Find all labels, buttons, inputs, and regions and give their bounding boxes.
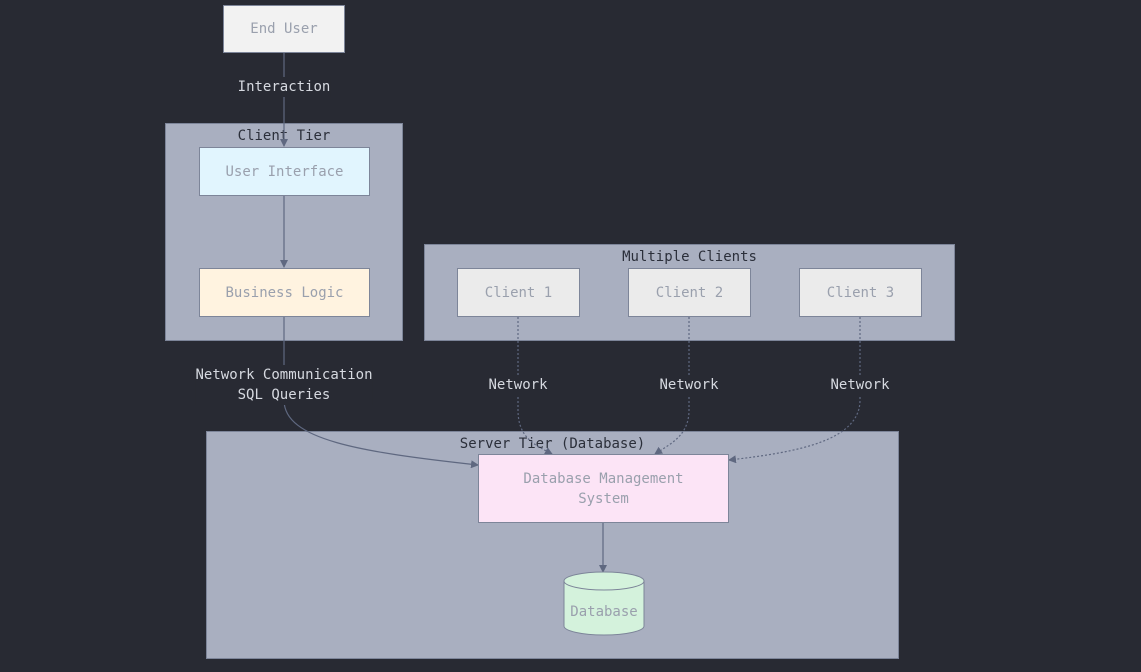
client-2-label: Client 2 — [655, 284, 724, 301]
dbms-label-line2: System — [578, 490, 629, 507]
business-logic-label: Business Logic — [225, 284, 344, 301]
edge-label-sql-line: SQL Queries — [237, 387, 331, 403]
edge-label-net-comm-line: Network Communication — [195, 367, 373, 383]
edge-client2-to-dbms — [654, 317, 690, 455]
edge-label-network-communication: Network Communication SQL Queries — [195, 365, 373, 405]
multiple-clients-title: Multiple Clients — [622, 249, 757, 265]
client-3-label: Client 3 — [826, 284, 895, 301]
edge-label-network-2: Network — [659, 375, 719, 395]
edge-label-interaction: Interaction — [237, 77, 331, 97]
edge-label-network-3: Network — [830, 375, 890, 395]
database-label: Database — [570, 604, 638, 620]
database-cylinder-icon — [563, 571, 645, 636]
end-user-label: End User — [250, 21, 318, 37]
user-interface-label: User Interface — [225, 163, 344, 180]
business-logic-node[interactable]: Business Logic — [199, 268, 370, 317]
client-3-node[interactable]: Client 3 — [799, 268, 922, 317]
client-2-node[interactable]: Client 2 — [628, 268, 751, 317]
server-tier-title: Server Tier (Database) — [459, 436, 646, 452]
user-interface-node[interactable]: User Interface — [199, 147, 370, 196]
client-1-node[interactable]: Client 1 — [457, 268, 580, 317]
dbms-label-line1: Database Management — [523, 470, 684, 487]
dbms-node[interactable]: Database Management System — [478, 454, 729, 523]
edge-logic-to-dbms — [283, 317, 479, 469]
edge-client3-to-dbms — [728, 317, 861, 464]
end-user-node[interactable]: End User — [223, 5, 345, 53]
database-node[interactable]: Database — [563, 571, 645, 636]
edge-label-network-1: Network — [488, 375, 548, 395]
client-1-label: Client 1 — [484, 284, 553, 301]
edge-client1-to-dbms — [517, 317, 553, 455]
